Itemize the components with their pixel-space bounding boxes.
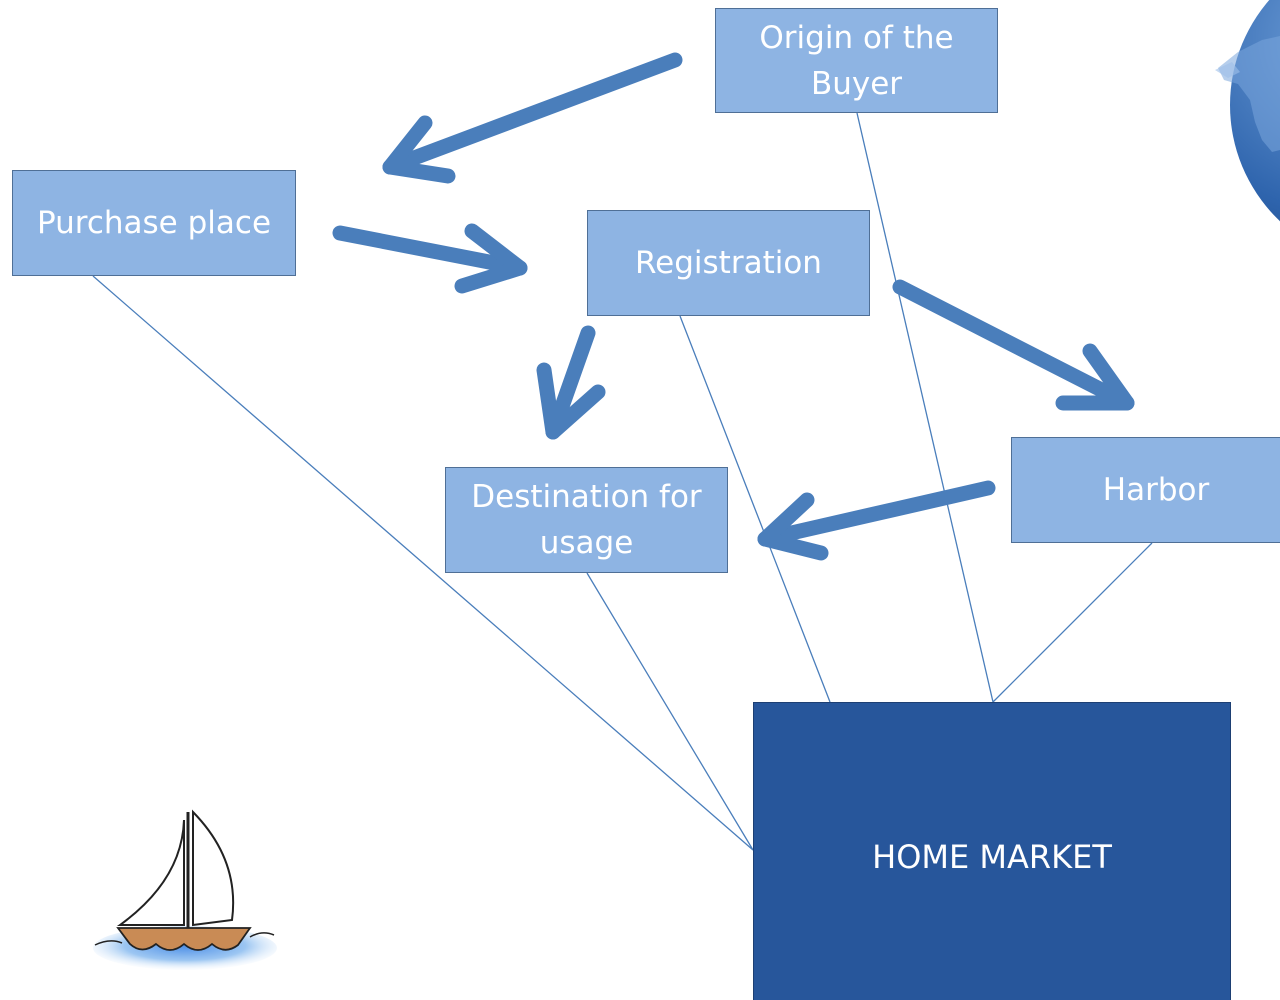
connector-destination-home bbox=[586, 572, 754, 851]
node-home-market: HOME MARKET bbox=[753, 702, 1231, 1000]
arrow-registration-to-destination bbox=[536, 325, 606, 440]
arrow-harbor-to-destination bbox=[757, 480, 996, 561]
arrow-origin-to-purchase bbox=[382, 52, 683, 184]
connector-origin-home bbox=[856, 112, 994, 703]
node-destination-label: Destination for usage bbox=[471, 479, 702, 561]
arrow-registration-to-harbor bbox=[892, 279, 1135, 411]
node-harbor: Harbor bbox=[1011, 437, 1280, 543]
node-destination-for-usage: Destination for usage bbox=[445, 467, 728, 573]
node-harbor-label: Harbor bbox=[1102, 472, 1210, 508]
connector-registration-home bbox=[679, 315, 831, 703]
node-origin-of-buyer: Origin of the Buyer bbox=[715, 8, 998, 113]
node-registration-label: Registration bbox=[635, 245, 822, 281]
arrow-purchase-to-registration bbox=[332, 223, 528, 294]
node-purchase-place: Purchase place bbox=[12, 170, 296, 276]
node-purchase-label: Purchase place bbox=[36, 205, 272, 241]
node-home-market-label: HOME MARKET bbox=[872, 838, 1112, 876]
node-origin-label: Origin of the Buyer bbox=[759, 19, 954, 102]
node-registration: Registration bbox=[587, 210, 870, 316]
connector-purchase-home bbox=[92, 275, 754, 851]
connector-harbor-home bbox=[992, 542, 1153, 703]
